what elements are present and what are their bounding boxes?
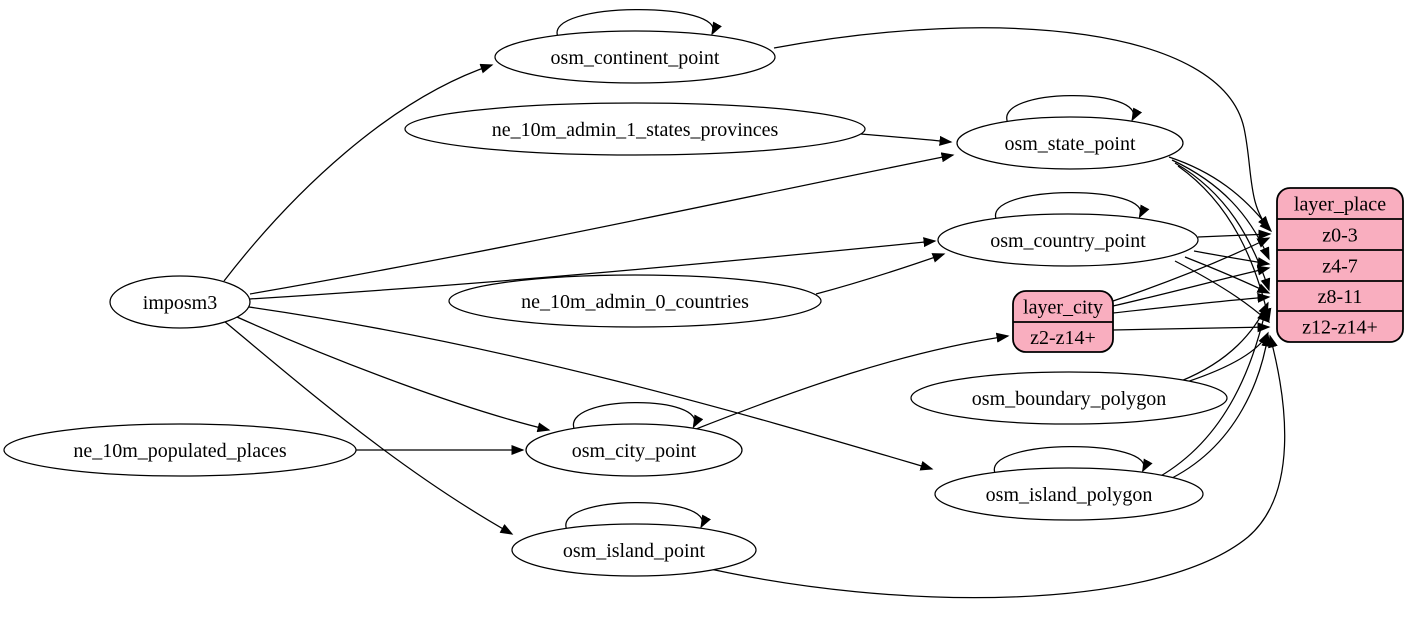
node-ne_10m_admin_1_states_provinces: ne_10m_admin_1_states_provinces: [404, 102, 866, 156]
edge-imposm3-osm_island_polygon: [248, 306, 934, 471]
node-label-osm_boundary_polygon: osm_boundary_polygon: [972, 388, 1166, 410]
edge-osm_city_point-osm_city_point-self: [572, 402, 704, 431]
edge-osm_island_polygon-layer_place-z12-z14+: [1165, 333, 1272, 482]
record-row-layer_place-layer_place: layer_place: [1294, 194, 1386, 216]
node-shape-osm_boundary_polygon: [910, 371, 1228, 425]
node-shape-ne_10m_admin_0_countries: [448, 274, 822, 328]
edge-layer_city-layer_place-z4-7: [1112, 265, 1271, 307]
node-osm_island_point: osm_island_point: [511, 523, 757, 577]
node-ne_10m_populated_places: ne_10m_populated_places: [3, 423, 357, 477]
node-label-osm_island_point: osm_island_point: [563, 540, 706, 562]
node-imposm3: imposm3: [109, 275, 251, 329]
edge-osm_country_point-layer_place-z4-7: [1193, 250, 1271, 268]
node-osm_continent_point: osm_continent_point: [494, 30, 776, 84]
edge-imposm3-osm_country_point: [249, 237, 937, 300]
edge-osm_island_polygon-layer_place-z8-11: [1158, 302, 1270, 478]
edge-imposm3-osm_city_point: [236, 316, 551, 433]
edge-layer_city-layer_place-z0-3: [1112, 237, 1271, 302]
edge-osm_city_point-layer_city-z2-z14+: [690, 332, 1010, 432]
node-osm_state_point: osm_state_point: [956, 116, 1184, 170]
edge-ne_10m_admin_1_states_provinces-osm_state_point: [860, 133, 953, 146]
edge-layer_city-layer_place-z12-z14+: [1112, 322, 1271, 333]
edge-osm_continent_point-osm_continent_point-self: [556, 9, 722, 38]
node-osm_boundary_polygon: osm_boundary_polygon: [910, 371, 1228, 425]
record-row-layer_place-z12-z14+: z12-z14+: [1302, 317, 1378, 339]
node-label-osm_city_point: osm_city_point: [572, 440, 697, 462]
edge-osm_island_point-osm_island_point-self: [565, 502, 711, 531]
record-row-layer_city-z2-z14+: z2-z14+: [1030, 327, 1096, 349]
node-shape-ne_10m_admin_1_states_provinces: [404, 102, 866, 156]
node-shape-osm_city_point: [525, 423, 743, 477]
record-layer_place: layer_place z0-3 z4-7 z8-11 z12-z14+: [1276, 187, 1404, 343]
edge-layer_city-layer_place-z8-11: [1112, 292, 1271, 314]
record-row-layer_place-z4-7: z4-7: [1322, 256, 1358, 278]
node-label-osm_continent_point: osm_continent_point: [551, 47, 720, 69]
edge-osm_island_point-layer_place-z12-z14+: [696, 334, 1286, 599]
record-row-layer_place-z0-3: z0-3: [1322, 225, 1358, 247]
node-osm_city_point: osm_city_point: [525, 423, 743, 477]
node-shape-osm_country_point: [937, 213, 1199, 267]
node-osm_island_polygon: osm_island_polygon: [934, 467, 1204, 521]
edge-osm_continent_point-layer_place-z0-3: [773, 27, 1273, 233]
edge-imposm3-osm_state_point: [249, 152, 955, 295]
node-shape-osm_island_point: [511, 523, 757, 577]
record-shape-layer_place: [1276, 187, 1404, 343]
record-row-layer_place-z8-11: z8-11: [1318, 286, 1363, 308]
node-shape-osm_state_point: [956, 116, 1184, 170]
node-ne_10m_admin_0_countries: ne_10m_admin_0_countries: [448, 274, 822, 328]
node-shape-ne_10m_populated_places: [3, 423, 357, 477]
edge-osm_country_point-osm_country_point-self: [995, 192, 1150, 221]
node-label-osm_state_point: osm_state_point: [1004, 133, 1136, 155]
record-row-layer_city-layer_city: layer_city: [1023, 297, 1103, 319]
node-label-imposm3: imposm3: [143, 292, 217, 314]
node-label-osm_island_polygon: osm_island_polygon: [986, 484, 1153, 506]
edge-imposm3-osm_island_point: [223, 320, 514, 535]
edge-osm_state_point-osm_state_point-self: [1006, 95, 1143, 124]
node-shape-imposm3: [109, 275, 251, 329]
node-label-ne_10m_admin_0_countries: ne_10m_admin_0_countries: [521, 291, 749, 313]
edge-osm_boundary_polygon-layer_place-z8-11: [1180, 301, 1269, 382]
edge-osm_island_polygon-osm_island_polygon-self: [993, 446, 1153, 475]
record-layer_city: layer_city z2-z14+: [1012, 290, 1114, 353]
edge-imposm3-osm_continent_point: [223, 63, 494, 282]
node-layer: imposm3 osm_continent_point ne_10m_admin_1…: [3, 30, 1404, 577]
edge-layer: [223, 9, 1286, 599]
edge-osm_country_point-layer_place-z0-3: [1197, 229, 1272, 240]
node-osm_country_point: osm_country_point: [937, 213, 1199, 267]
edge-osm_state_point-layer_place-z0-3: [1168, 156, 1270, 230]
node-shape-osm_continent_point: [494, 30, 776, 84]
node-label-ne_10m_admin_1_states_provinces: ne_10m_admin_1_states_provinces: [492, 119, 779, 141]
node-label-osm_country_point: osm_country_point: [990, 230, 1146, 252]
node-label-ne_10m_populated_places: ne_10m_populated_places: [73, 440, 286, 462]
edge-ne_10m_admin_0_countries-osm_country_point: [815, 253, 946, 295]
node-shape-osm_island_polygon: [934, 467, 1204, 521]
